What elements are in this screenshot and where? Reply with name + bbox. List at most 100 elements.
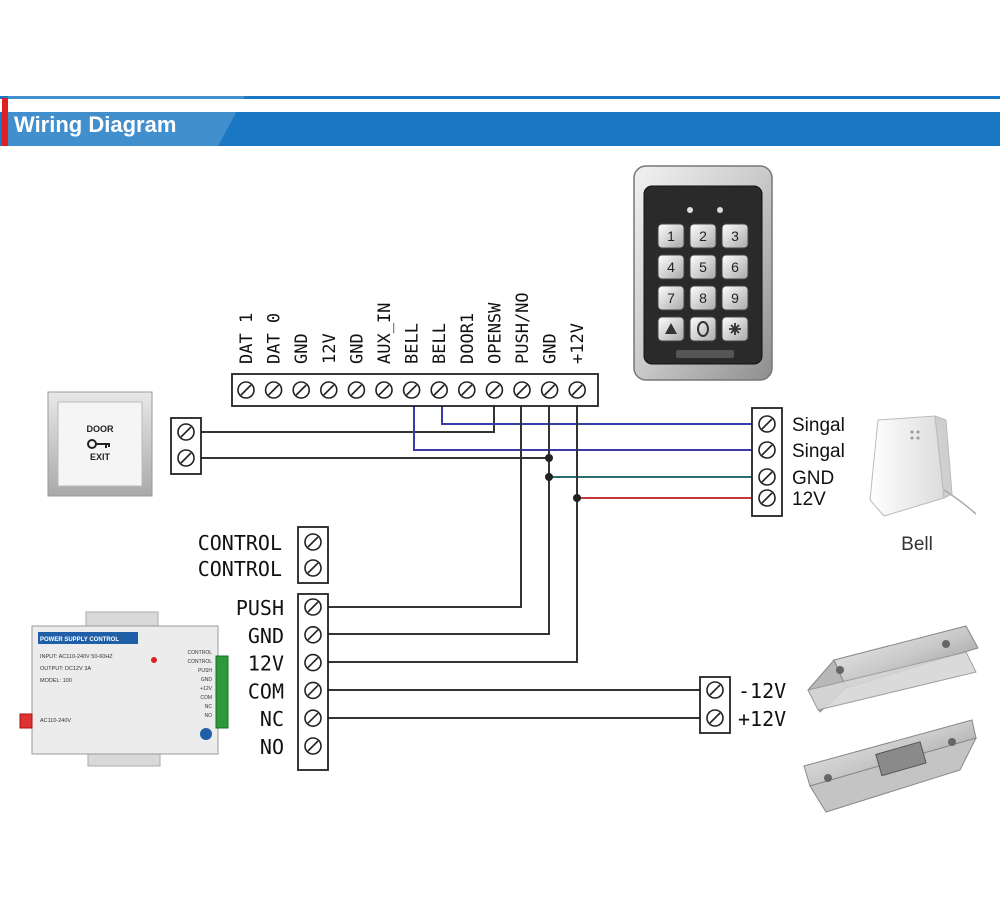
keypad-key [721, 316, 749, 342]
keypad-key [657, 316, 685, 342]
junction-dot [573, 494, 581, 502]
terminal-label: GND [248, 624, 284, 648]
bell-device: Bell [869, 415, 977, 555]
keypad-key: 3 [721, 223, 749, 249]
terminal-label: CONTROL [198, 557, 282, 581]
keypad-key-label: 3 [731, 228, 739, 244]
terminal-label: CONTROL [198, 531, 282, 555]
psu-terminal-block: PUSH GND 12V COM NC NO [236, 593, 329, 771]
header-band: Wiring Diagram [0, 96, 1000, 146]
screw-terminal-icon [540, 381, 559, 399]
screw-terminal-icon [304, 625, 322, 644]
keypad-key-label: 5 [699, 259, 707, 275]
terminal-label: OPENSW [485, 302, 505, 364]
psu-device-pin-label: CONTROL [188, 659, 213, 665]
screw-terminal-icon [177, 449, 195, 467]
screw-terminal-icon [758, 441, 776, 459]
psu-device-pin-label: GND [201, 677, 213, 683]
screw-terminal-icon [304, 737, 322, 755]
keypad-key-label: 6 [731, 259, 739, 275]
wire-bell-signal-2 [413, 395, 755, 451]
screw-terminal-icon [513, 381, 531, 399]
keypad-key-label: 2 [699, 228, 707, 244]
terminal-label: BELL [430, 323, 450, 364]
terminal-label: GND [347, 333, 367, 364]
psu-device-line: MODEL: 100 [40, 678, 72, 684]
terminal-label: DAT 1 [237, 313, 257, 364]
star-icon [729, 323, 741, 335]
screw-terminal-icon [402, 381, 421, 399]
screw-terminal-icon [758, 468, 776, 486]
wire-gnd [326, 395, 550, 635]
bolt-lock-device [807, 625, 979, 713]
junction-dot [545, 454, 553, 462]
keypad-key: 2 [689, 223, 717, 249]
psu-device-pin-label: NC [205, 704, 213, 710]
terminal-label: DOOR1 [458, 313, 478, 364]
terminal-label: AUX_IN [375, 303, 395, 364]
keypad-key: 8 [689, 285, 717, 311]
bell-label: Bell [901, 534, 933, 555]
screw-terminal-icon [706, 709, 724, 727]
screw-terminal-icon [568, 381, 587, 399]
exit-button-line2: EXIT [90, 452, 111, 462]
psu-device-pin-label: CONTROL [188, 650, 213, 656]
terminal-label: NC [260, 707, 284, 731]
terminal-label: +12V [568, 323, 588, 364]
keypad-key: 6 [721, 254, 749, 280]
terminal-label: Singal [792, 441, 845, 462]
wires [200, 395, 755, 719]
screw-terminal-icon [237, 381, 255, 399]
strike-lock-device [803, 719, 977, 813]
keypad-key-label: 4 [667, 259, 675, 275]
key-icon [87, 439, 110, 449]
screw-terminal-icon [758, 415, 776, 433]
terminal-label: GND [292, 333, 312, 364]
psu-device-title: POWER SUPPLY CONTROL [40, 637, 119, 643]
keypad-key-label: 1 [667, 228, 675, 244]
power-supply-device: POWER SUPPLY CONTROL INPUT: AC110-240V 5… [19, 611, 229, 767]
screw-terminal-icon [304, 598, 322, 616]
screw-terminal-icon [457, 381, 476, 399]
terminal-label: 12V [248, 652, 284, 676]
lock-terminal-block: -12V+12V [699, 676, 786, 734]
keypad-key-label: 7 [667, 290, 675, 306]
keypad-key: 5 [689, 254, 717, 280]
psu-device-pin-label: +12V [200, 686, 212, 692]
psu-device-pin-label: NO [205, 713, 213, 719]
screw-terminal-icon [758, 489, 776, 507]
screw-terminal-icon [304, 709, 322, 728]
psu-device-line: OUTPUT: DC12V 3A [40, 666, 91, 672]
screw-terminal-icon [706, 681, 724, 699]
junction-dot [545, 473, 553, 481]
terminal-label: GND [541, 333, 561, 364]
screw-terminal-icon [177, 423, 195, 441]
psu-device-pin-label: PUSH [198, 668, 212, 674]
psu-device-line: INPUT: AC110-240V 50-60HZ [40, 654, 113, 660]
terminal-label: Singal [792, 415, 845, 436]
keypad-key: 1 [657, 223, 685, 249]
terminal-label: GND [792, 468, 834, 489]
bell-icon [665, 323, 677, 334]
wire-12v [326, 395, 578, 663]
screw-terminal-icon [304, 653, 322, 672]
terminal-label: COM [248, 679, 284, 703]
keypad-key-label: 8 [699, 290, 707, 306]
keypad-key [689, 316, 717, 342]
terminal-label: 12V [320, 333, 340, 364]
screw-terminal-icon [319, 381, 338, 399]
psu-device-pin-label: COM [200, 695, 212, 701]
screw-terminal-icon [292, 381, 311, 399]
screw-terminal-icon [264, 381, 283, 399]
terminal-label: +12V [738, 707, 786, 731]
wire-exit-opensw [200, 395, 495, 433]
wire-push [326, 395, 522, 608]
terminal-label: PUSH [236, 596, 284, 620]
screw-terminal-icon [485, 381, 504, 399]
screw-terminal-icon [347, 381, 366, 399]
terminal-label: NO [260, 735, 284, 759]
keypad-key: 7 [657, 285, 685, 311]
